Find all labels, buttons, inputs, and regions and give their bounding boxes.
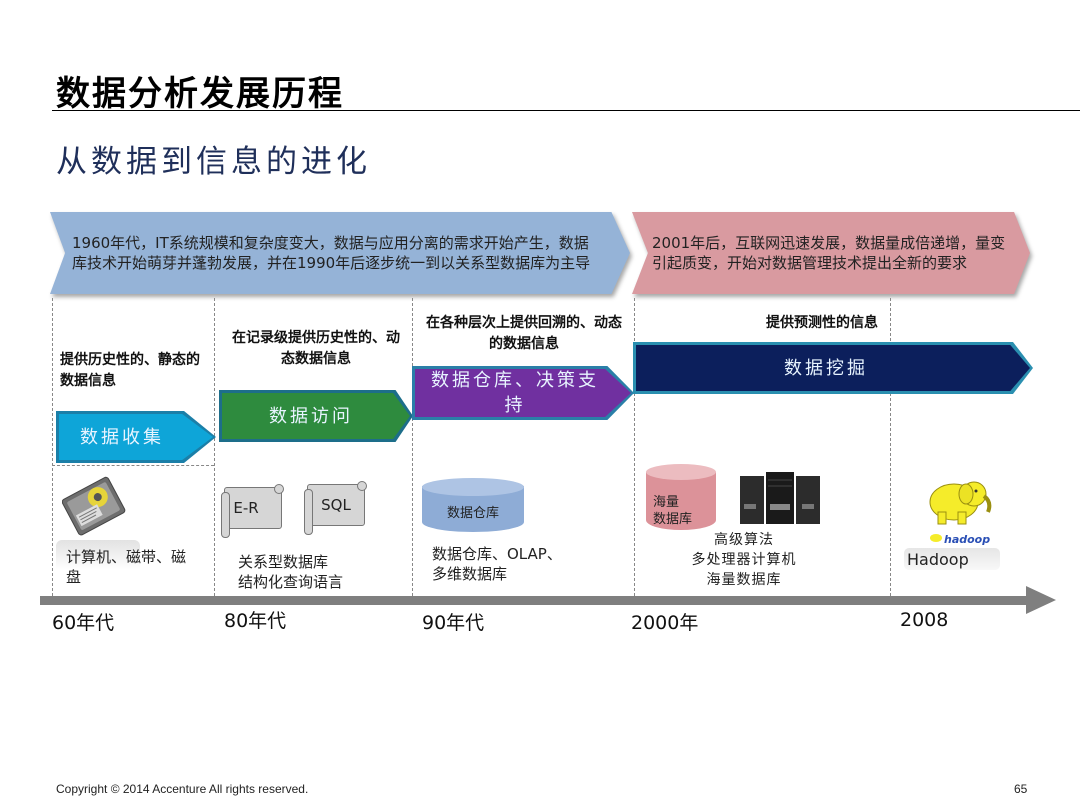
guide-line [634, 298, 635, 596]
stage-label-collection: 数据收集 [59, 414, 213, 460]
era2000-tech-line3: 海量数据库 [706, 572, 782, 588]
copyright-notice: Copyright © 2014 Accenture All rights re… [56, 782, 309, 796]
era80-tech-line2: 结构化查询语言 [238, 573, 344, 591]
guide-line [412, 298, 413, 596]
banner-2001: 2001年后，互联网迅速发展，数据量成倍递增，量变引起质变，开始对数据管理技术提… [632, 212, 1030, 294]
stage-label-access: 数据访问 [222, 393, 410, 439]
stage-label-mining: 数据挖掘 [636, 345, 1030, 391]
massive-database-cylinder-icon: 海量 数据库 [646, 464, 716, 532]
scroll-er-label: E-R [233, 499, 259, 517]
scroll-sql-label: SQL [321, 496, 351, 514]
page-subtitle: 从数据到信息的进化 [56, 144, 371, 180]
stage-caption-collection: 提供历史性的、静态的数据信息 [60, 352, 200, 389]
era2008-tech-text: Hadoop [907, 550, 969, 569]
stage-caption-access: 在记录级提供历史性的、动态数据信息 [232, 330, 400, 367]
stage-caption-mining: 提供预测性的信息 [766, 315, 878, 331]
server-rack-icon [738, 470, 822, 526]
banner-1960s: 1960年代，IT系统规模和复杂度变大，数据与应用分离的需求开始产生，数据库技术… [50, 212, 630, 294]
hard-disk-icon [61, 476, 126, 538]
guide-line [890, 298, 891, 596]
stage-arrow-collection: 数据收集 [56, 411, 216, 463]
timeline-label-60s: 60年代 [52, 612, 115, 634]
data-warehouse-cylinder-icon: 数据仓库 [422, 478, 524, 536]
scroll-er: E-R [221, 484, 284, 538]
stage-label-warehouse: 数据仓库、决策支持 [415, 369, 631, 417]
guide-line [52, 298, 53, 596]
cylinder-label: 数据仓库 [446, 506, 499, 521]
era60-tech-text: 计算机、磁带、磁盘 [66, 548, 187, 586]
timeline-label-2008: 2008 [900, 609, 949, 631]
stage-arrow-warehouse: 数据仓库、决策支持 [412, 366, 634, 420]
page-title: 数据分析发展历程 [56, 74, 344, 114]
cylinder-label-line1: 海量 [653, 495, 680, 510]
title-divider [52, 110, 1080, 111]
page-number: 65 [1014, 782, 1028, 796]
cylinder-label-line2: 数据库 [653, 512, 693, 527]
guide-line [214, 298, 215, 596]
timeline-label-2000: 2000年 [631, 612, 699, 634]
timeline-arrowhead-icon [1026, 586, 1056, 614]
hadoop-logo-text: hadoop [944, 533, 990, 546]
stage-arrow-access: 数据访问 [219, 390, 413, 442]
timeline-label-90s: 90年代 [422, 612, 485, 634]
timeline-axis [40, 596, 1030, 605]
era90-tech-line1: 数据仓库、OLAP、 [432, 545, 562, 563]
label-backdrop [56, 540, 140, 570]
label-backdrop [904, 548, 1000, 570]
era2000-tech-line1: 高级算法 [714, 532, 774, 548]
banner-2001-text: 2001年后，互联网迅速发展，数据量成倍递增，量变引起质变，开始对数据管理技术提… [652, 234, 1006, 272]
era2000-tech-line2: 多处理器计算机 [691, 552, 797, 568]
stage-caption-warehouse: 在各种层次上提供回溯的、动态的数据信息 [426, 315, 622, 352]
hadoop-elephant-icon: hadoop [916, 472, 998, 548]
era90-tech-line2: 多维数据库 [432, 565, 508, 583]
guide-line [52, 465, 214, 466]
scroll-sql: SQL [304, 481, 367, 535]
era80-tech-line1: 关系型数据库 [238, 553, 329, 571]
timeline-label-80s: 80年代 [224, 610, 287, 632]
banner-1960s-text: 1960年代，IT系统规模和复杂度变大，数据与应用分离的需求开始产生，数据库技术… [72, 234, 591, 272]
stage-arrow-mining: 数据挖掘 [633, 342, 1033, 394]
